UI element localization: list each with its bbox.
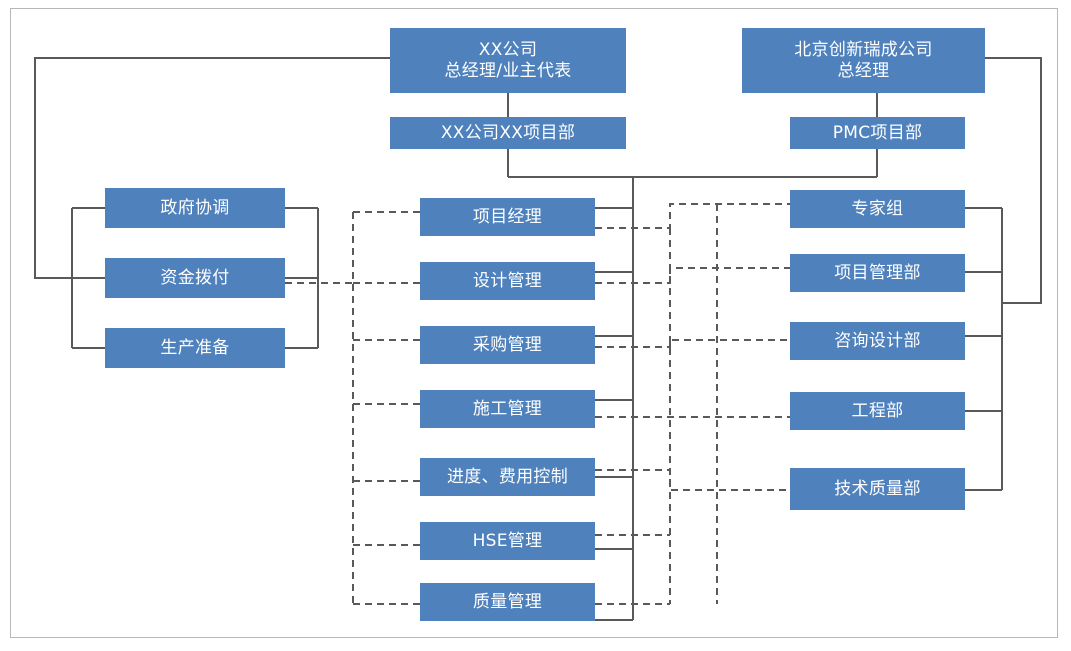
node-owner-project-department-label: XX公司XX项目部 xyxy=(440,122,576,143)
node-center-6-label: HSE管理 xyxy=(472,530,543,551)
node-pmc-general-manager[interactable]: 北京创新瑞成公司 总经理 xyxy=(742,28,985,93)
node-right-project-management-dept[interactable]: 项目管理部 xyxy=(790,254,965,292)
node-center-4-label: 施工管理 xyxy=(472,398,543,419)
node-right-consulting-design-dept[interactable]: 咨询设计部 xyxy=(790,322,965,360)
node-left-production-preparation[interactable]: 生产准备 xyxy=(105,328,285,368)
node-center-hse-management[interactable]: HSE管理 xyxy=(420,522,595,560)
node-center-procurement-management[interactable]: 采购管理 xyxy=(420,326,595,364)
node-left-2-label: 资金拨付 xyxy=(160,267,230,288)
node-right-engineering-dept[interactable]: 工程部 xyxy=(790,392,965,430)
node-center-design-management[interactable]: 设计管理 xyxy=(420,262,595,300)
node-right-1-label: 专家组 xyxy=(851,198,904,219)
node-owner-general-manager[interactable]: XX公司 总经理/业主代表 xyxy=(390,28,626,93)
node-center-schedule-cost-control[interactable]: 进度、费用控制 xyxy=(420,458,595,496)
node-pmc-general-manager-line2: 总经理 xyxy=(837,60,890,81)
node-center-2-label: 设计管理 xyxy=(472,270,543,291)
node-right-technical-quality-dept[interactable]: 技术质量部 xyxy=(790,468,965,510)
node-left-fund-allocation[interactable]: 资金拨付 xyxy=(105,258,285,298)
node-right-5-label: 技术质量部 xyxy=(834,478,921,499)
node-center-1-label: 项目经理 xyxy=(472,206,543,227)
node-center-construction-management[interactable]: 施工管理 xyxy=(420,390,595,428)
node-owner-general-manager-line1: XX公司 xyxy=(478,39,538,60)
node-center-quality-management[interactable]: 质量管理 xyxy=(420,583,595,621)
node-owner-general-manager-line2: 总经理/业主代表 xyxy=(444,60,572,81)
node-right-2-label: 项目管理部 xyxy=(834,262,921,283)
node-pmc-project-department[interactable]: PMC项目部 xyxy=(790,117,965,149)
node-center-5-label: 进度、费用控制 xyxy=(446,466,569,487)
node-center-project-manager[interactable]: 项目经理 xyxy=(420,198,595,236)
node-right-3-label: 咨询设计部 xyxy=(834,330,921,351)
node-center-7-label: 质量管理 xyxy=(472,591,543,612)
node-left-government-coordination[interactable]: 政府协调 xyxy=(105,188,285,228)
node-pmc-general-manager-line1: 北京创新瑞成公司 xyxy=(794,39,933,60)
node-center-3-label: 采购管理 xyxy=(472,334,543,355)
node-right-expert-group[interactable]: 专家组 xyxy=(790,190,965,228)
node-owner-project-department[interactable]: XX公司XX项目部 xyxy=(390,117,626,149)
node-left-1-label: 政府协调 xyxy=(160,197,230,218)
node-pmc-project-department-label: PMC项目部 xyxy=(832,122,923,143)
node-right-4-label: 工程部 xyxy=(851,400,904,421)
node-left-3-label: 生产准备 xyxy=(160,337,230,358)
